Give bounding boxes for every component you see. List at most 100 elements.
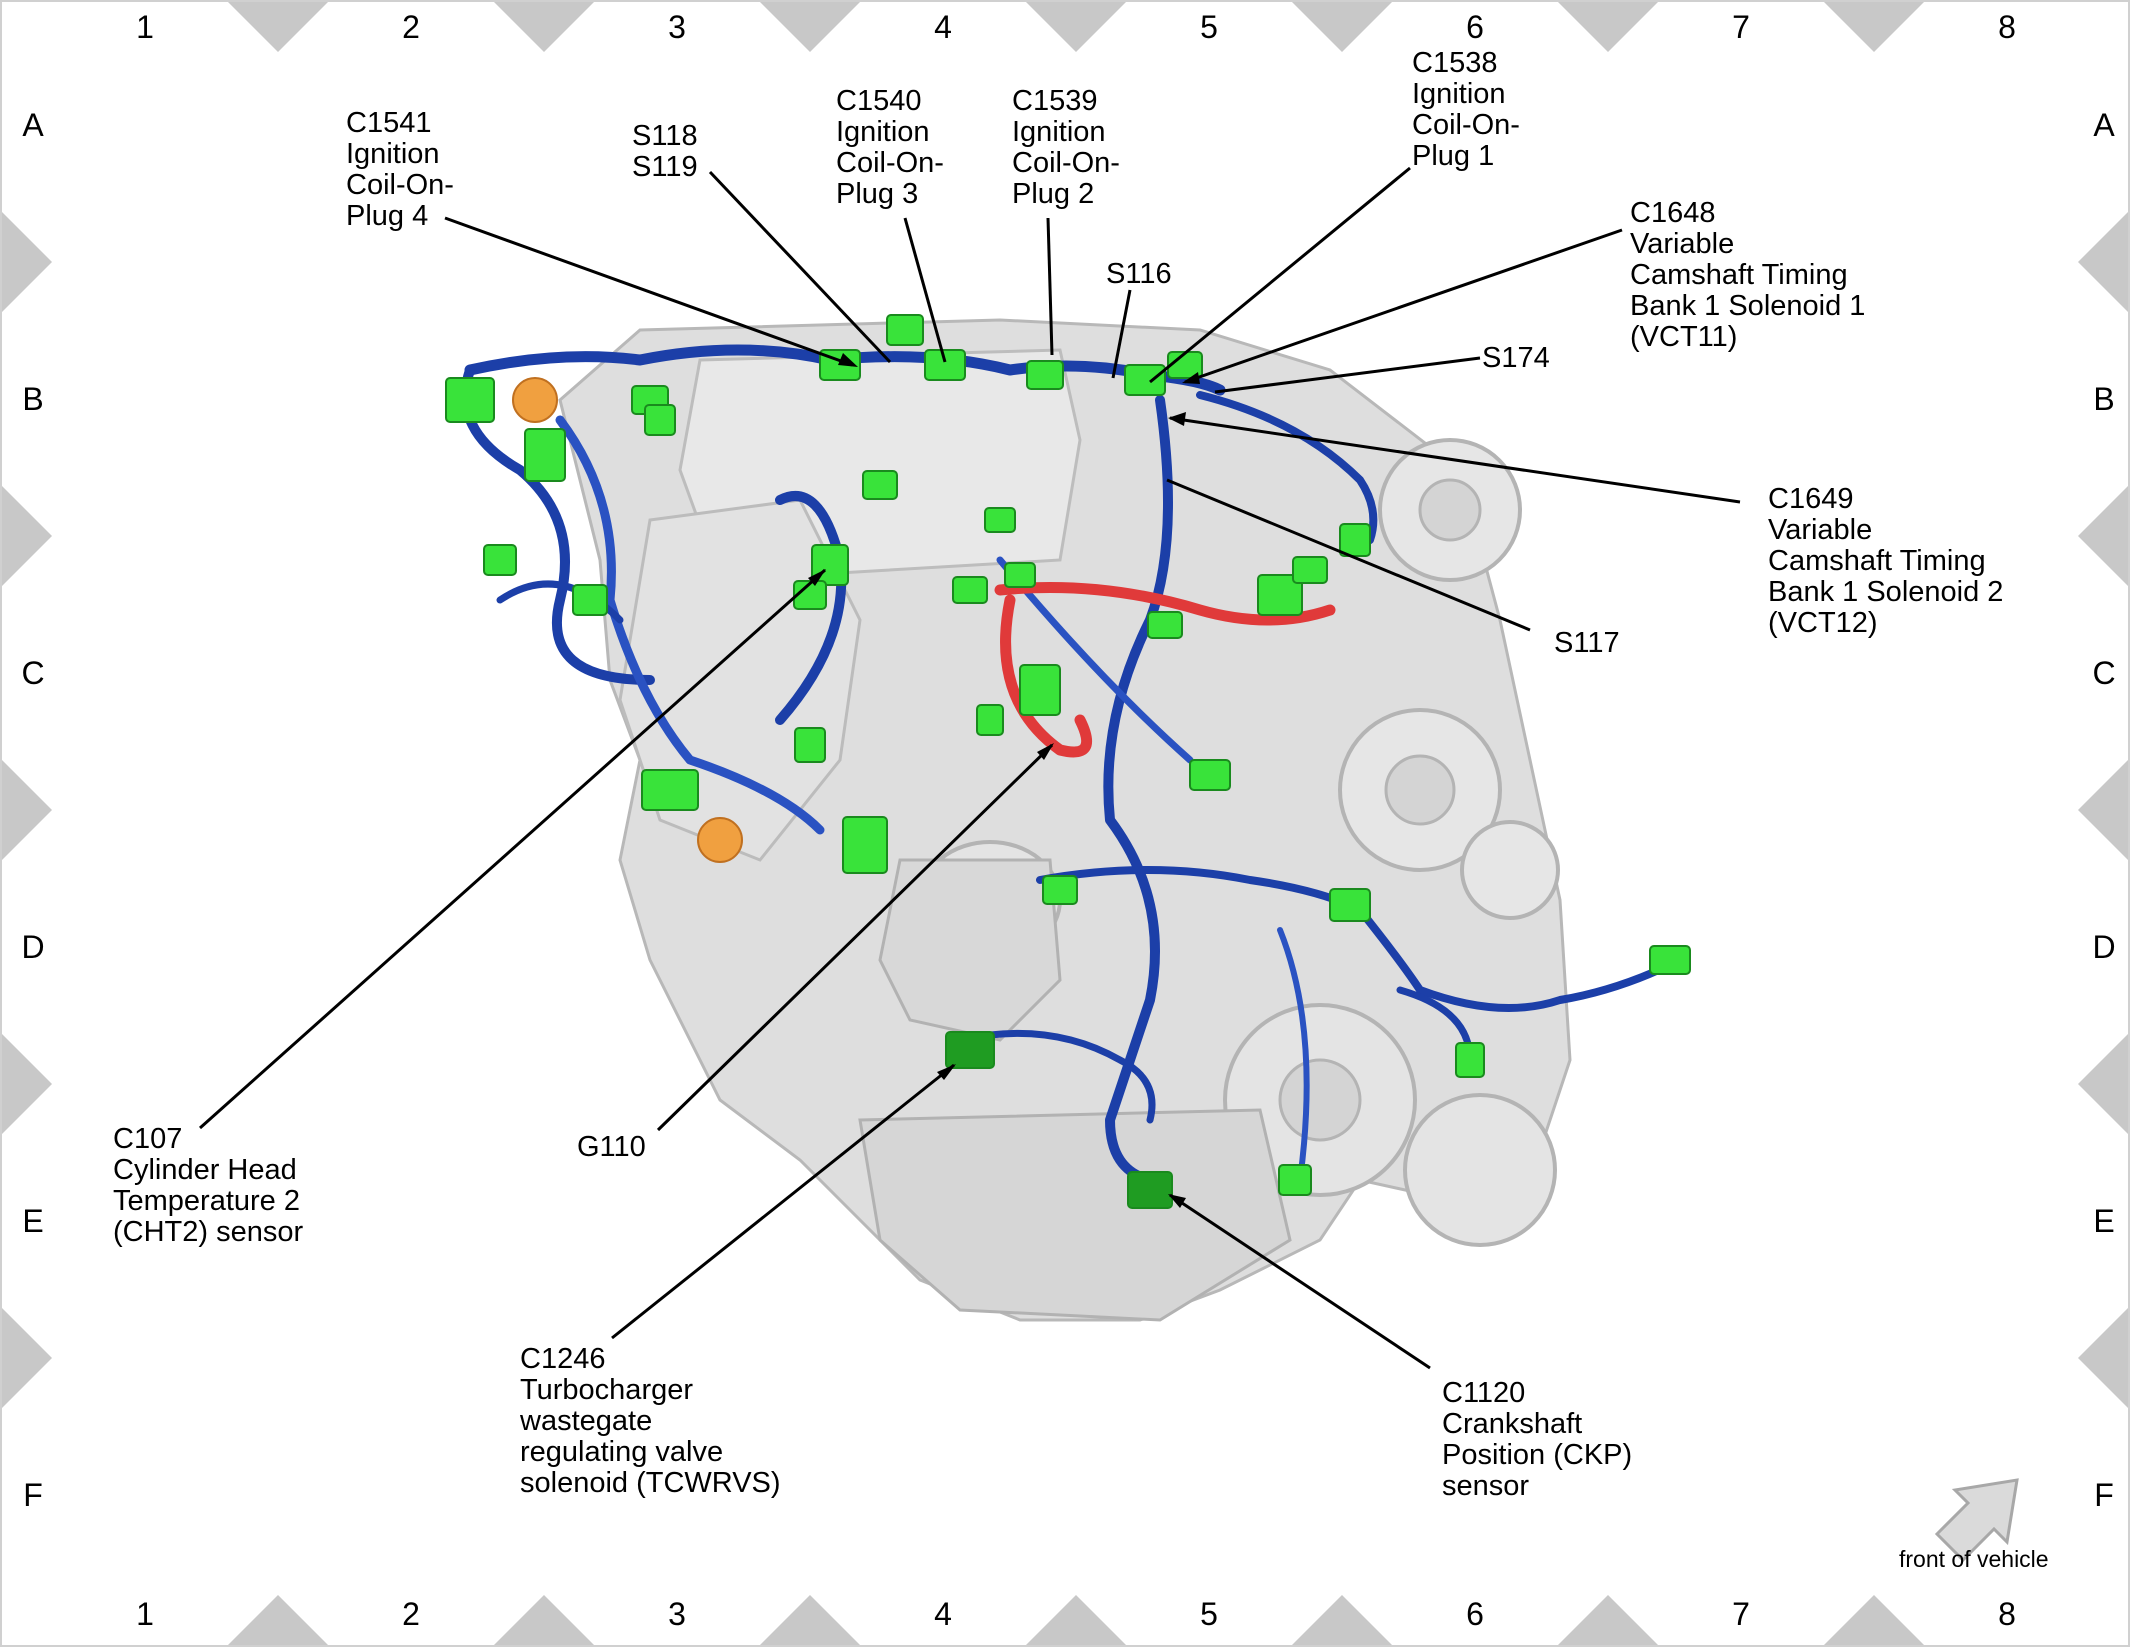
connectors [445, 314, 1691, 1209]
leader-c1120 [1169, 1193, 1431, 1370]
frame-diamond [226, 1595, 330, 1652]
grid-row-label-left: C [21, 655, 45, 691]
frame-diamond [1024, 1595, 1128, 1652]
connector-block [1329, 888, 1371, 922]
grid-row-label-left: D [21, 929, 45, 965]
label-s174: S174 [1482, 342, 1550, 374]
grid-column-label-top: 8 [1998, 9, 2016, 45]
connector-block [793, 580, 827, 610]
grid-row-label-left: E [22, 1203, 44, 1239]
frame-diamond [1290, 1595, 1394, 1652]
connector-block [1278, 1164, 1312, 1196]
connector-block [842, 816, 888, 874]
grid-column-label-top: 6 [1466, 9, 1484, 45]
leader-s116 [1111, 289, 1132, 379]
connector-block [1147, 611, 1183, 639]
front-of-vehicle-label: front of vehicle [1899, 1546, 2049, 1572]
front-arrow-shape [1934, 1478, 2019, 1563]
connector-block [641, 769, 699, 811]
grid-column-label-top: 3 [668, 9, 686, 45]
turbo-housing [878, 858, 1062, 1042]
connector-block [1004, 562, 1036, 588]
sensor-orange-part [512, 377, 558, 423]
ac-compressor-pulley [1403, 1093, 1557, 1247]
connector-block [445, 377, 495, 423]
connector-block [1455, 1042, 1485, 1078]
connector-block [976, 704, 1004, 736]
connector-block [1189, 759, 1231, 791]
leader-c1539 [1046, 217, 1054, 356]
arrowhead-c1541 [838, 353, 858, 367]
frame-diamond [1024, 0, 1128, 52]
connector-block [1124, 364, 1166, 396]
frame-diamond [1290, 0, 1394, 52]
harness-lower-right [1036, 866, 1684, 1012]
grid-column-label-bottom: 8 [1998, 1596, 2016, 1632]
grid-row-label-right: F [2094, 1477, 2114, 1513]
connector-block [952, 576, 988, 604]
leader-c1649 [1169, 416, 1741, 504]
harness-center-long [1103, 395, 1173, 1185]
connector-block [886, 314, 924, 346]
grid-column-label-top: 4 [934, 9, 952, 45]
frame-diamond [2078, 484, 2130, 588]
connector-block [1026, 360, 1064, 390]
grid-row-label-left: A [22, 107, 44, 143]
grid-row-label-right: A [2093, 107, 2115, 143]
frame-diamond [0, 1032, 52, 1136]
grid-column-label-bottom: 7 [1732, 1596, 1750, 1632]
connector-block [1649, 945, 1691, 975]
idler-pulley [1460, 820, 1560, 920]
connector-block [924, 349, 966, 381]
arrowhead-c1648 [1182, 372, 1200, 384]
arrowhead-c1120 [1168, 1194, 1186, 1208]
leader-c1541 [444, 216, 853, 367]
label-c1120: C1120 Crankshaft Position (CKP) sensor [1442, 1377, 1633, 1502]
front-arrow-icon [1934, 1478, 2019, 1563]
harness-left-branch [555, 415, 825, 835]
label-c1649: C1649 Variable Camshaft Timing Bank 1 So… [1768, 483, 2004, 639]
leader-c1540 [903, 217, 947, 363]
frame-diamond [2078, 758, 2130, 862]
connector-block [1339, 523, 1371, 557]
frame-diamond [1556, 1595, 1660, 1652]
leader-c107 [199, 568, 826, 1130]
crank-pulley-hub [1278, 1058, 1362, 1142]
sensor-orange-part [697, 817, 743, 863]
arrowhead-c107 [808, 569, 826, 586]
harness-turbo-branch [956, 1029, 1156, 1124]
leader-s118 [708, 170, 892, 364]
label-s118-s119: S118 S119 [632, 120, 698, 183]
frame-diamond [1822, 0, 1926, 52]
harness-left-loop [460, 365, 655, 685]
grid-column-label-bottom: 4 [934, 1596, 952, 1632]
grid-column-label-top: 5 [1200, 9, 1218, 45]
frame-diamond [1822, 1595, 1926, 1652]
grid-column-label-bottom: 5 [1200, 1596, 1218, 1632]
harness-red [994, 582, 1336, 758]
frame-diamond [1556, 0, 1660, 52]
connector-block [862, 470, 898, 500]
connector-block [794, 727, 826, 763]
grid-column-label-top: 7 [1732, 9, 1750, 45]
grid-column-label-bottom: 6 [1466, 1596, 1484, 1632]
timing-pulley-upper-hub [1418, 478, 1482, 542]
connector-block [483, 544, 517, 576]
frame-diamond [2078, 210, 2130, 314]
connector-block [1127, 1171, 1173, 1209]
leader-arrowheads [808, 353, 1200, 1208]
grid-row-label-right: B [2093, 381, 2115, 417]
label-c107: C107 Cylinder Head Temperature 2 (CHT2) … [113, 1123, 304, 1248]
frame-diamond [0, 484, 52, 588]
water-pump-pulley-hub [1384, 754, 1456, 826]
label-c1246: C1246 Turbocharger wastegate regulating … [520, 1343, 781, 1499]
grid-column-label-bottom: 3 [668, 1596, 686, 1632]
connector-block [1257, 574, 1303, 616]
frame-diamond [492, 1595, 596, 1652]
leader-s174 [1214, 356, 1481, 394]
label-c1539: C1539 Ignition Coil-On- Plug 2 [1012, 85, 1120, 210]
frame-diamond [758, 0, 862, 52]
frame-diamond [2078, 1306, 2130, 1410]
